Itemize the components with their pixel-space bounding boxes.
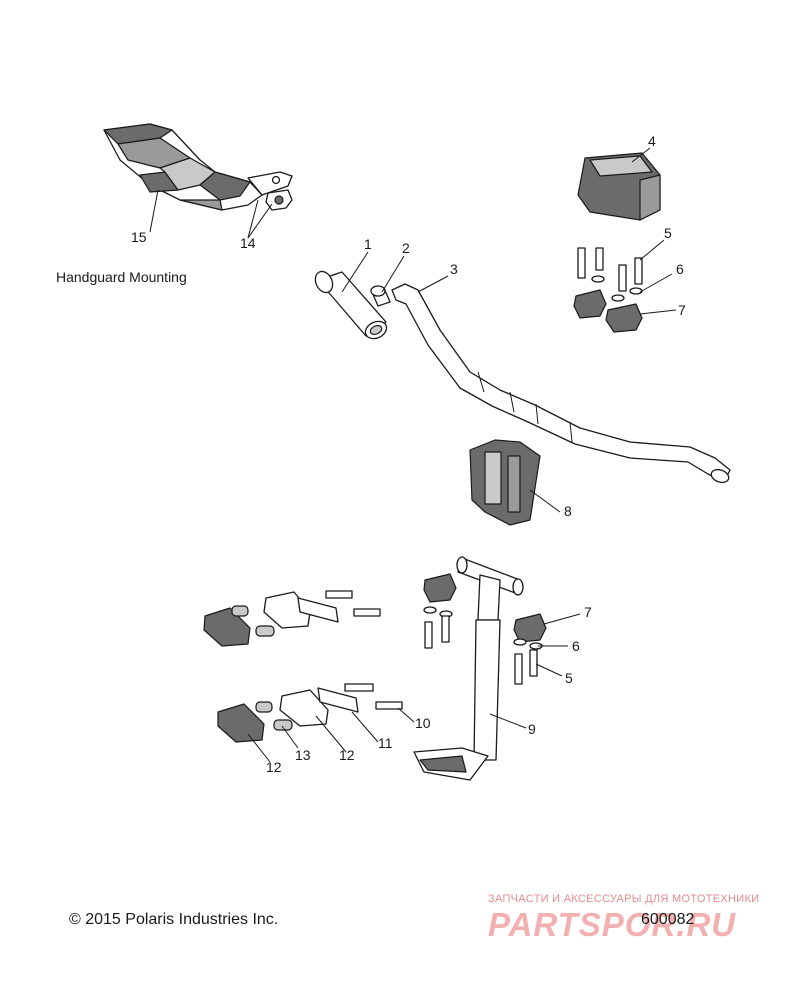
callout-1: 1 bbox=[364, 236, 372, 252]
lower-clamps-part-7a bbox=[573, 289, 643, 333]
post-clamps-upper-left bbox=[423, 573, 457, 649]
grip-part-1 bbox=[314, 270, 388, 340]
handguard-mounting-caption: Handguard Mounting bbox=[56, 269, 187, 285]
riser-assembly-upper bbox=[203, 590, 381, 647]
callout-11: 11 bbox=[378, 735, 393, 751]
callout-labels: 1 2 3 4 5 6 7 8 9 7 6 5 10 11 12 13 12 1… bbox=[56, 133, 686, 775]
callout-5-top: 5 bbox=[664, 225, 672, 241]
bushing-part-2 bbox=[370, 285, 391, 307]
watermark-brand: PARTSPOR.RU bbox=[488, 906, 737, 943]
callout-3: 3 bbox=[450, 261, 458, 277]
bar-pad-part-8 bbox=[469, 439, 541, 526]
callout-6-top: 6 bbox=[676, 261, 684, 277]
callout-14: 14 bbox=[240, 235, 256, 251]
steering-post-part-9 bbox=[413, 556, 524, 781]
handguard-part-15 bbox=[103, 123, 293, 211]
callout-7-bottom: 7 bbox=[584, 604, 592, 620]
callout-6-bottom: 6 bbox=[572, 638, 580, 654]
callout-15: 15 bbox=[131, 229, 147, 245]
copyright-text: © 2015 Polaris Industries Inc. bbox=[69, 911, 279, 928]
top-clamp-cover-part-4 bbox=[577, 152, 661, 221]
watermark-tagline: ЗАПЧАСТИ И АКСЕССУАРЫ ДЛЯ МОТОТЕХНИКИ bbox=[488, 893, 760, 905]
callout-12-right: 12 bbox=[339, 747, 355, 763]
riser-assembly-lower bbox=[217, 683, 403, 743]
callout-5-bottom: 5 bbox=[565, 670, 573, 686]
bolts-part-5a bbox=[577, 247, 643, 292]
callout-9: 9 bbox=[528, 721, 536, 737]
handlebar-part-3 bbox=[391, 283, 731, 484]
document-number: 600082 bbox=[641, 911, 695, 928]
leader-lines bbox=[149, 147, 677, 763]
clamp-part-14 bbox=[265, 189, 293, 211]
bolts-part-5b bbox=[514, 649, 538, 685]
callout-7-top: 7 bbox=[678, 302, 686, 318]
callout-13: 13 bbox=[295, 747, 311, 763]
callout-4: 4 bbox=[648, 133, 656, 149]
callout-8: 8 bbox=[564, 503, 572, 519]
callout-10: 10 bbox=[415, 715, 431, 731]
callout-2: 2 bbox=[402, 240, 410, 256]
post-clamp-part-7b bbox=[513, 613, 547, 643]
callout-12-left: 12 bbox=[266, 759, 282, 775]
